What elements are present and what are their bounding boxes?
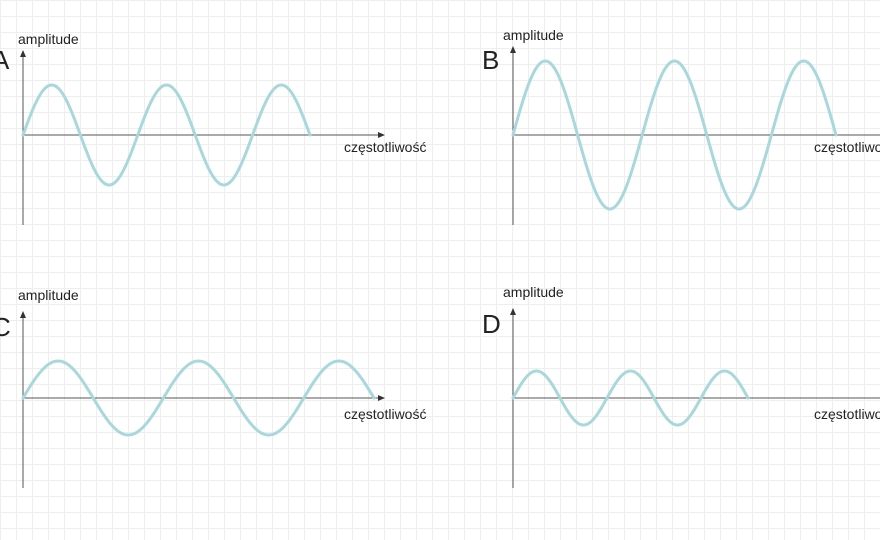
y-axis-label-c: amplitude bbox=[18, 287, 79, 303]
panel-letter-d: D bbox=[482, 309, 501, 339]
wave-b bbox=[511, 59, 838, 211]
y-axis-label-a: amplitude bbox=[18, 31, 79, 47]
y-axis-arrow-a bbox=[20, 50, 26, 57]
panel-letter-a: A bbox=[0, 45, 10, 75]
panel-letter-b: B bbox=[482, 45, 499, 75]
y-axis-arrow-c bbox=[20, 311, 26, 318]
panel-letter-c: C bbox=[0, 312, 11, 342]
x-axis-arrow-c bbox=[378, 395, 385, 401]
wave-a bbox=[21, 83, 312, 187]
y-axis-label-d: amplitude bbox=[503, 284, 564, 300]
panel-b: B amplitude częstotliwość bbox=[482, 27, 880, 225]
panel-c: C amplitude częstotliwość bbox=[0, 287, 426, 488]
x-axis-label-b: częstotliwość bbox=[814, 139, 880, 155]
x-axis-label-a: częstotliwość bbox=[344, 139, 426, 155]
panel-d: D amplitude częstotliwość bbox=[482, 284, 880, 488]
panel-a: A amplitude częstotliwość bbox=[0, 31, 426, 225]
wave-c bbox=[21, 359, 376, 437]
y-axis-arrow-d bbox=[510, 308, 516, 315]
y-axis-label-b: amplitude bbox=[503, 27, 564, 43]
wave-d bbox=[511, 369, 750, 427]
x-axis-arrow-a bbox=[378, 132, 385, 138]
x-axis-label-c: częstotliwość bbox=[344, 406, 426, 422]
x-axis-label-d: częstotliwość bbox=[814, 406, 880, 422]
y-axis-arrow-b bbox=[510, 46, 516, 53]
